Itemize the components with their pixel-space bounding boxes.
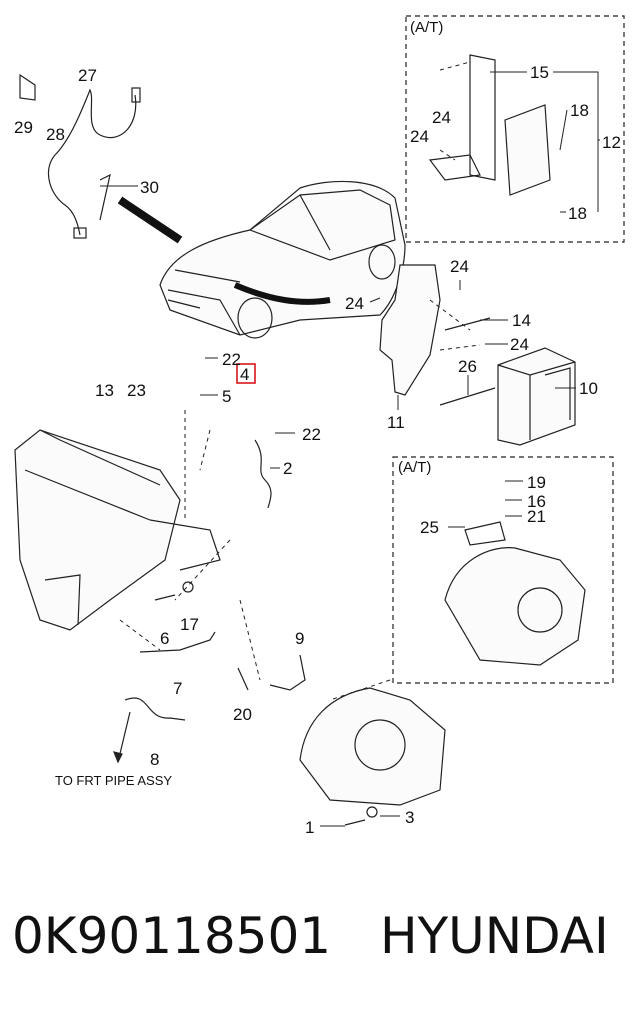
car-illustration	[159, 180, 406, 339]
callout-c24c: 24	[450, 257, 469, 276]
callout-c18b: 18	[568, 204, 587, 223]
callout-c24d: 24	[345, 294, 364, 313]
callout-c24a: 24	[432, 108, 451, 127]
callout-c26: 26	[458, 357, 477, 376]
callout-c28: 28	[46, 125, 65, 144]
callout-c11: 11	[387, 413, 405, 432]
callout-c8: 8	[150, 750, 159, 769]
brand-name: HYUNDAI	[380, 907, 609, 965]
highlight-box	[236, 363, 256, 384]
callout-c3: 3	[405, 808, 414, 827]
callout-c5: 5	[222, 387, 231, 406]
parts-diagram: 2927283015181224241824241424261011224132…	[14, 15, 625, 837]
part-number: 0K90118501	[12, 907, 332, 965]
callout-c9: 9	[295, 629, 304, 648]
callout-c13: 13	[95, 381, 114, 400]
sensor-8	[124, 697, 186, 721]
callout-c24e: 24	[510, 335, 529, 354]
callout-c16: 16	[527, 492, 546, 511]
callout-c30: 30	[140, 178, 159, 197]
callout-c25: 25	[420, 518, 439, 537]
at-label-bottom: (A/T)	[398, 459, 431, 476]
sensor-7	[139, 631, 216, 653]
footer: 0K90118501 HYUNDAI	[0, 895, 643, 985]
ecu-10	[497, 347, 576, 446]
arrow-to-car-1	[117, 196, 183, 244]
callout-c15: 15	[530, 63, 549, 82]
callout-c14: 14	[512, 311, 531, 330]
callout-c23: 23	[127, 381, 146, 400]
callout-c1: 1	[305, 818, 314, 837]
bracket-11	[379, 264, 441, 396]
engine-block	[14, 429, 221, 631]
sensor-20	[237, 667, 249, 691]
callout-c22b: 22	[302, 425, 321, 444]
callout-c22a: 22	[222, 350, 241, 369]
sensor-9	[269, 654, 306, 691]
at-label-top: (A/T)	[410, 19, 443, 36]
callout-c24b: 24	[410, 127, 429, 146]
arrow-to-car-2	[233, 282, 331, 305]
oring-3	[366, 806, 378, 818]
callout-c2: 2	[283, 459, 292, 478]
at-box-bottom	[392, 456, 614, 684]
transmission	[299, 687, 446, 806]
at-box-top	[405, 15, 625, 243]
sensor-1	[344, 819, 366, 826]
sensor-6	[154, 594, 176, 601]
harness-27	[19, 73, 141, 239]
frt-pipe-note: TO FRT PIPE ASSY	[55, 773, 172, 788]
tcm-15	[428, 54, 551, 196]
callout-c29: 29	[14, 118, 33, 137]
at-transmission	[444, 521, 586, 666]
callout-c7: 7	[173, 679, 182, 698]
callout-c19: 19	[527, 473, 546, 492]
callout-c21: 21	[527, 507, 546, 526]
bracket-26	[439, 387, 496, 406]
callout-c18a: 18	[570, 101, 589, 120]
callout-c12: 12	[602, 133, 621, 152]
callout-c17: 17	[180, 615, 199, 634]
oring-17	[182, 581, 194, 593]
callout-c27: 27	[78, 66, 97, 85]
callout-c20: 20	[233, 705, 252, 724]
callout-c10: 10	[579, 379, 598, 398]
sensor-2	[254, 439, 272, 509]
callout-c4: 4	[240, 365, 249, 384]
callout-c6: 6	[160, 629, 169, 648]
